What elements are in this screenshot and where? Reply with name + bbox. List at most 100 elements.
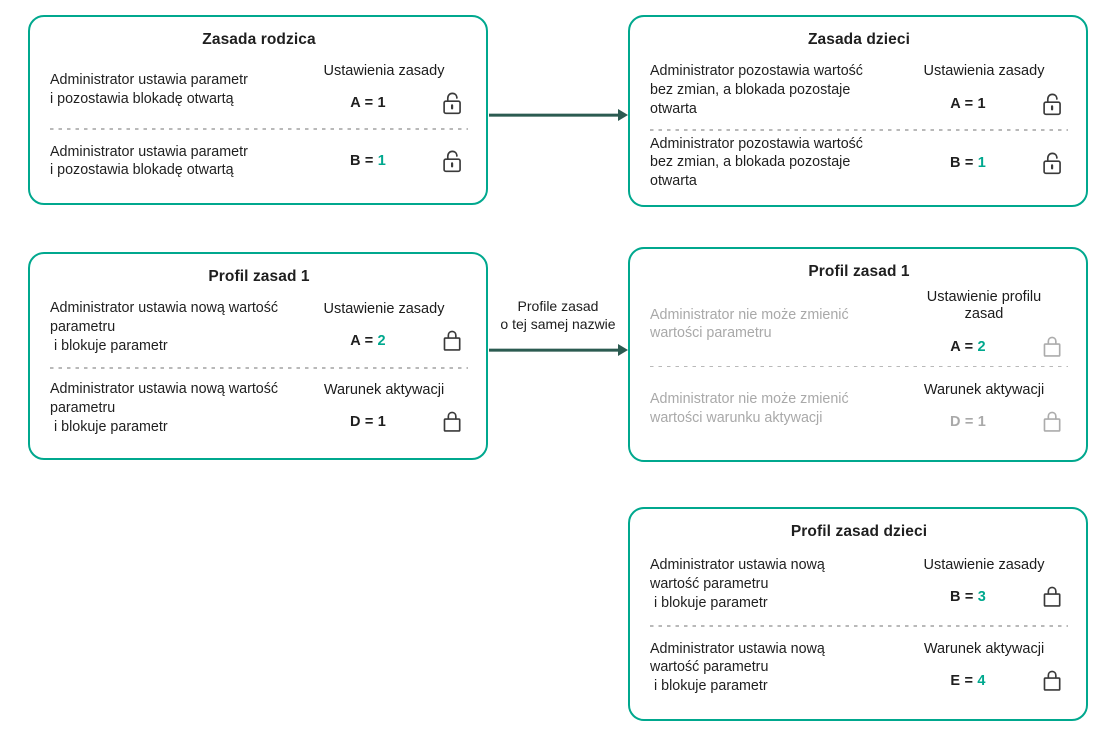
box-zasada-dzieci: Zasada dzieci Administrator pozostawia w… (628, 15, 1088, 207)
row-description: Administrator pozostawia wartość bez zmi… (650, 135, 863, 190)
param-value: A = 2 (898, 339, 1038, 355)
value-row: A = 1 (298, 89, 470, 116)
box-title: Profil zasad 1 (808, 263, 910, 280)
param-number: 1 (377, 153, 387, 170)
row-description: Administrator ustawia nową wartość param… (50, 381, 279, 435)
value-row: E = 4 (898, 668, 1070, 695)
param-name: A = (350, 94, 378, 111)
lock-closed-icon (438, 327, 466, 354)
row-description: Administrator nie może zmienić wartości … (650, 390, 849, 426)
activation-condition-row: Administrator ustawia nową wartość param… (648, 627, 1070, 709)
param-name: D = (949, 413, 978, 430)
param-value: A = 2 (298, 333, 438, 349)
row-description: Administrator pozostawia wartość bez zmi… (650, 62, 863, 117)
row-description: Administrator ustawia parametr i pozosta… (50, 71, 248, 107)
param-value: B = 3 (898, 589, 1038, 605)
param-name: A = (950, 338, 978, 355)
section-label: Ustawienie zasady (323, 300, 445, 317)
param-number: 2 (377, 332, 386, 349)
box-profil-zasad-dzieci: Profil zasad dzieci Administrator ustawi… (628, 507, 1088, 721)
policy-setting-row: Administrator pozostawia wartość bez zmi… (648, 51, 1070, 129)
value-row: D = 1 (298, 408, 470, 435)
activation-condition-row: Administrator nie może zmienić wartości … (648, 367, 1070, 450)
section-label: Ustawienie profilu zasad (926, 288, 1042, 323)
param-name: E = (950, 673, 978, 690)
param-value: A = 1 (898, 96, 1038, 112)
lock-closed-icon (1038, 408, 1066, 435)
param-name: A = (950, 95, 978, 112)
section-label: Warunek aktywacji (323, 381, 445, 398)
arrow-head-icon (618, 344, 628, 356)
activation-condition-row: Administrator ustawia nową wartość param… (48, 369, 470, 448)
param-number: 1 (977, 413, 987, 430)
row-description: Administrator ustawia nową wartość param… (650, 556, 825, 611)
arrow-head-icon (618, 109, 628, 121)
profile-setting-row: Administrator nie może zmienić wartości … (648, 283, 1070, 366)
lock-open-icon (438, 89, 466, 116)
row-value-column: Warunek aktywacji E = 4 (898, 641, 1070, 695)
box-title: Profil zasad 1 (208, 268, 310, 285)
lock-closed-icon (1038, 668, 1066, 695)
dashed-divider (50, 367, 468, 369)
box-title: Profil zasad dzieci (790, 523, 928, 540)
value-row: A = 2 (898, 333, 1070, 360)
box-profil-zasad-1-rodzic: Profil zasad 1 Administrator ustawia now… (28, 252, 488, 460)
section-label: Warunek aktywacji (923, 381, 1045, 398)
lock-open-icon (1038, 149, 1066, 176)
dashed-divider (50, 128, 468, 130)
box-profil-zasad-1-dziecko: Profil zasad 1 Administrator nie może zm… (628, 247, 1088, 462)
section-label: Ustawienia zasady (923, 63, 1045, 80)
row-value-column: Ustawienia zasady A = 1 (898, 63, 1070, 117)
arrow-line (489, 348, 619, 352)
row-value-column: B = 1 (298, 148, 470, 175)
arrow-line (489, 113, 619, 117)
row-description: Administrator ustawia nową wartość param… (50, 300, 279, 355)
row-value-column: B = 1 (898, 149, 1070, 176)
section-label: Warunek aktywacji (923, 641, 1045, 658)
value-row: A = 1 (898, 90, 1070, 117)
lock-closed-icon (438, 408, 466, 435)
box-zasada-rodzica: Zasada rodzica Administrator ustawia par… (28, 15, 488, 205)
param-value: B = 1 (898, 155, 1038, 171)
policy-setting-row: Administrator ustawia parametr i pozosta… (48, 130, 470, 193)
param-name: A = (350, 332, 378, 349)
row-value-column: Ustawienia zasady A = 1 (298, 63, 470, 117)
lock-closed-icon (1038, 584, 1066, 611)
param-number: 3 (977, 589, 987, 606)
param-name: B = (349, 153, 378, 170)
box-title: Zasada rodzica (202, 31, 316, 48)
row-description: Administrator ustawia nową wartość param… (650, 640, 825, 695)
profile-setting-row: Administrator ustawia nową wartość param… (48, 288, 470, 367)
param-number: 4 (977, 673, 986, 690)
param-name: B = (949, 154, 978, 171)
param-value: D = 1 (898, 414, 1038, 430)
param-number: 1 (377, 94, 386, 111)
param-name: D = (349, 413, 378, 430)
lock-open-icon (438, 148, 466, 175)
section-label: Ustawienia zasady (323, 62, 445, 79)
param-value: E = 4 (898, 673, 1038, 689)
param-value: A = 1 (298, 95, 438, 111)
row-description: Administrator nie może zmienić wartości … (650, 306, 849, 342)
row-value-column: Warunek aktywacji D = 1 (898, 382, 1070, 436)
row-description: Administrator ustawia parametr i pozosta… (50, 143, 248, 179)
arrow-parent-to-child (489, 103, 628, 127)
dashed-divider (650, 625, 1068, 627)
param-value: B = 1 (298, 153, 438, 169)
dashed-divider (650, 365, 1068, 368)
row-value-column: Ustawienie zasady B = 3 (898, 557, 1070, 611)
row-value-column: Ustawienie zasady A = 2 (298, 301, 470, 355)
value-row: B = 3 (898, 584, 1070, 611)
param-value: D = 1 (298, 414, 438, 430)
lock-closed-icon (1038, 333, 1066, 360)
section-label: Ustawienie zasady (923, 557, 1045, 574)
row-value-column: Ustawienie profilu zasad A = 2 (898, 289, 1070, 360)
param-number: 2 (977, 338, 986, 355)
param-name: B = (949, 589, 978, 606)
value-row: B = 1 (298, 148, 470, 175)
arrow-label: Profile zasad o tej samej nazwie (500, 298, 616, 333)
param-number: 1 (977, 154, 987, 171)
profile-setting-row: Administrator ustawia nową wartość param… (648, 543, 1070, 625)
param-number: 1 (977, 95, 986, 112)
